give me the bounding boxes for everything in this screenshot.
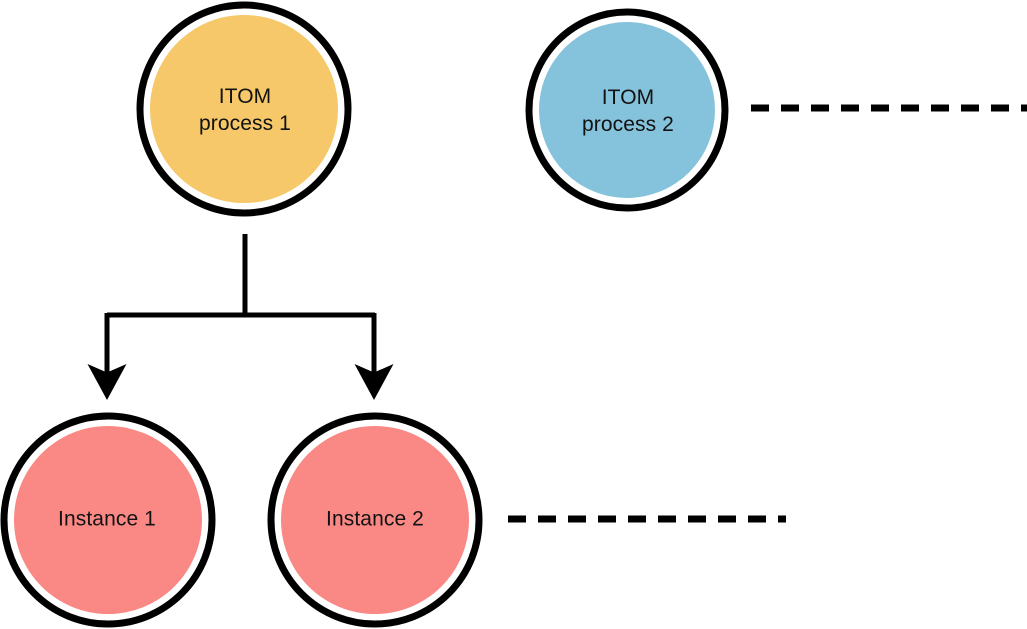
connector-group xyxy=(87,104,1027,523)
node-itom-process-2-fill xyxy=(539,22,715,198)
node-group xyxy=(0,1,729,628)
node-instance-1[interactable] xyxy=(0,412,216,628)
node-itom-process-1[interactable] xyxy=(136,1,352,217)
node-instance-2-fill xyxy=(281,426,469,614)
node-instance-2[interactable] xyxy=(267,412,483,628)
node-itom-process-1-fill xyxy=(150,15,338,203)
node-itom-process-2[interactable] xyxy=(525,8,729,212)
node-instance-1-fill xyxy=(14,426,202,614)
connector-process1-to-instances xyxy=(87,234,394,400)
